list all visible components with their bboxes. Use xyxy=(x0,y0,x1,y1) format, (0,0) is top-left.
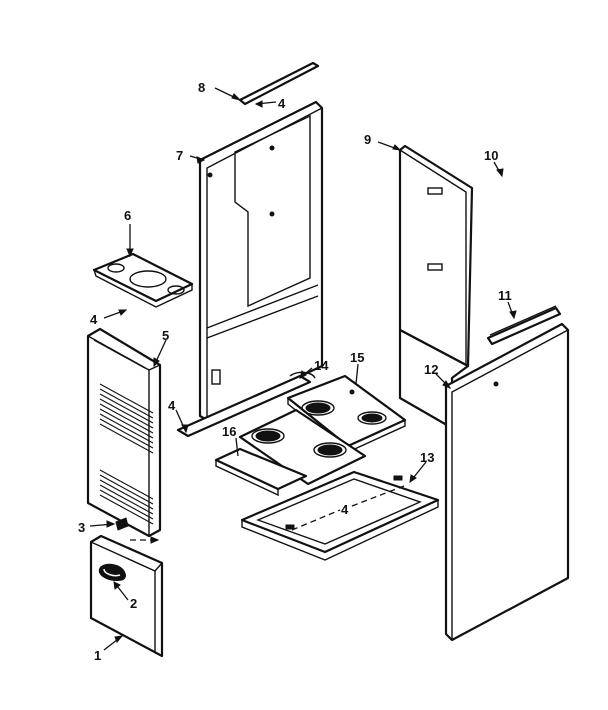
part-13-base-frame xyxy=(240,470,440,561)
callout-7: 7 xyxy=(176,148,183,163)
callout-11: 11 xyxy=(498,288,512,303)
callout-8: 8 xyxy=(198,80,205,95)
part-16-burner-tray xyxy=(214,408,367,497)
part-10-side-panel xyxy=(398,144,474,368)
callout-4d: 4 xyxy=(341,502,349,517)
arrowheads xyxy=(106,93,517,643)
part-15-rail-bracket xyxy=(176,371,316,438)
callout-1: 1 xyxy=(94,648,101,663)
callout-4b: 4 xyxy=(90,312,98,327)
callout-3: 3 xyxy=(78,520,85,535)
callout-labels: 8 4 7 9 10 6 4 5 11 15 14 12 4 16 13 4 3… xyxy=(78,80,512,663)
part-1-front-door xyxy=(89,534,164,658)
callout-9: 9 xyxy=(364,132,371,147)
callout-10: 10 xyxy=(484,148,498,163)
part-16-burner-ports xyxy=(251,428,347,458)
part-5-upper-grille xyxy=(99,383,154,454)
callout-12: 12 xyxy=(424,362,438,377)
part-5-lower-grille xyxy=(99,469,154,525)
callout-16: 16 xyxy=(222,424,236,439)
callout-5: 5 xyxy=(162,328,169,343)
callout-2: 2 xyxy=(130,596,137,611)
part-14-burner-ports xyxy=(301,389,387,425)
callout-4c: 4 xyxy=(168,398,176,413)
part-2-door-handle xyxy=(98,563,126,581)
callout-13: 13 xyxy=(420,450,434,465)
callout-14: 15 xyxy=(350,350,364,365)
part-7-rear-panel xyxy=(198,100,324,422)
callout-6: 6 xyxy=(124,208,131,223)
callout-15: 14 xyxy=(314,358,329,373)
part-11-side-rail xyxy=(486,305,562,346)
part-6-top-bracket xyxy=(92,252,194,308)
part-5-front-upper-panel xyxy=(86,327,162,538)
callout-4a: 4 xyxy=(278,96,286,111)
part-3-clip xyxy=(115,517,129,531)
part-8-top-strip xyxy=(238,61,320,106)
part-12-side-panel xyxy=(444,322,570,642)
